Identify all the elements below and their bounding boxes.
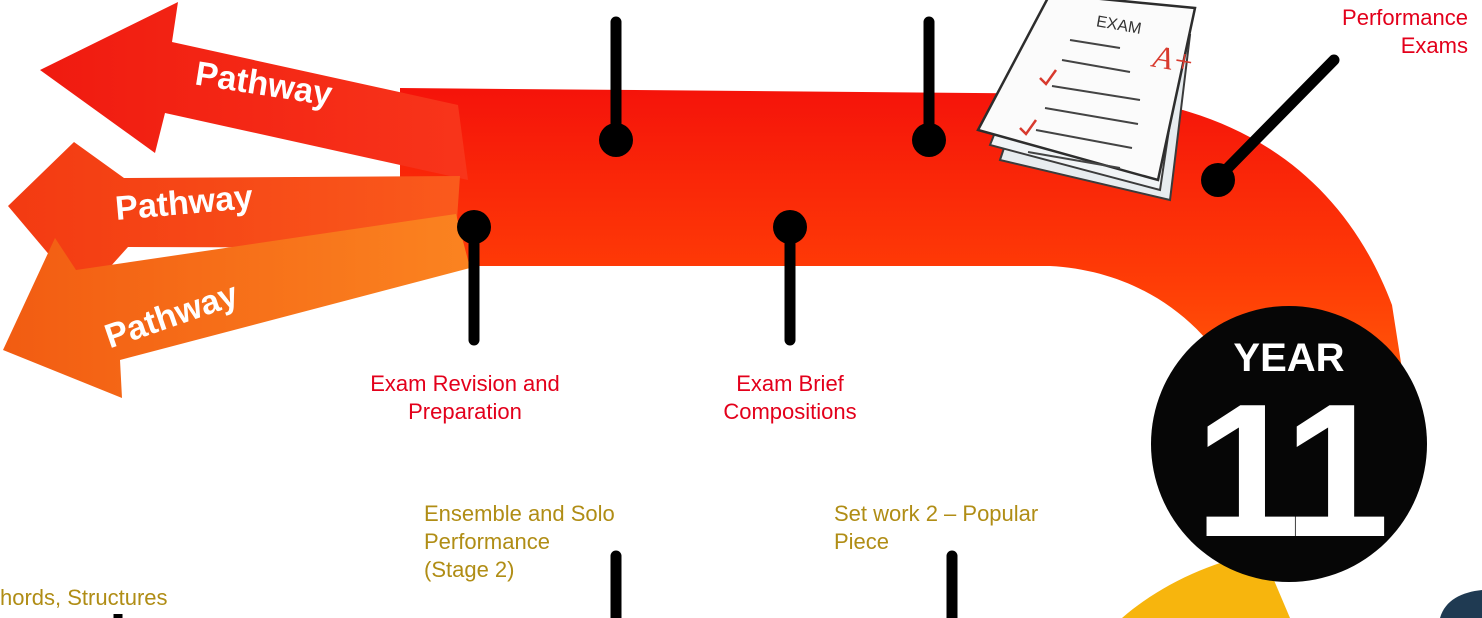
milestone-label-performance-exams: Performance Exams (1342, 5, 1468, 58)
exam-paper-grade: A+ (1149, 38, 1198, 81)
exam-paper-icon (976, 0, 1197, 202)
year-badge-number: 11 (1194, 365, 1390, 577)
milestone-dot (912, 123, 946, 157)
year-badge: YEAR 11 (1151, 306, 1427, 582)
next-stage-label-ensemble: Ensemble and Solo Performance (Stage 2) (424, 501, 615, 582)
milestone-label-exam-revision: Exam Revision and Preparation (370, 371, 560, 424)
next-stage-label-chords: hords, Structures (0, 585, 168, 610)
milestone-label-exam-brief: Exam Brief Compositions (723, 371, 857, 424)
milestone-dot (1201, 163, 1235, 197)
corner-emblem-icon (1440, 590, 1482, 618)
milestone-dot (599, 123, 633, 157)
pathway-arrow-3 (3, 214, 470, 398)
pathway-arrow-1 (40, 2, 468, 180)
next-stage-label-set-work: Set work 2 – Popular Piece (834, 501, 1039, 554)
milestone-stem-performance (1212, 54, 1340, 184)
pathway-arrow-2 (8, 142, 460, 296)
year-badge-word: YEAR (1233, 336, 1345, 380)
